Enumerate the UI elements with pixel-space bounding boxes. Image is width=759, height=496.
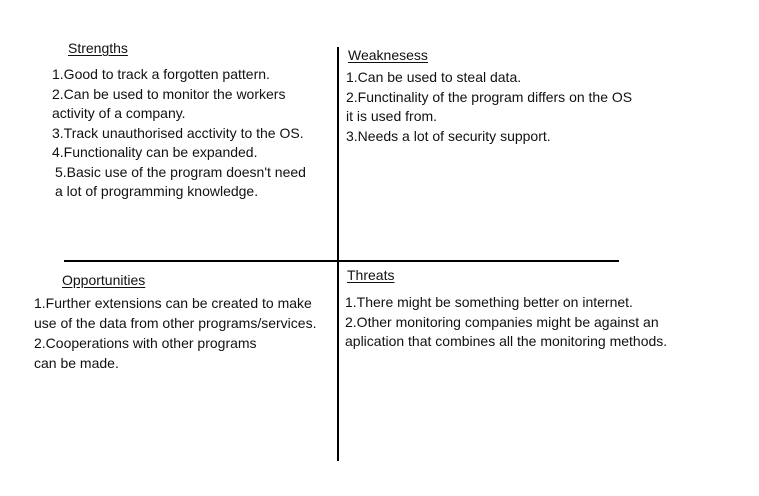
strengths-line-7: a lot of programming knowledge. <box>55 183 259 199</box>
strengths-line-2: 2.Can be used to monitor the workers <box>52 86 286 102</box>
strengths-line-4: 3.Track unauthorised acctivity to the OS… <box>52 125 304 141</box>
weaknesses-heading: Weaknesess <box>348 47 428 63</box>
weaknesses-line-3: it is used from. <box>346 108 438 124</box>
strengths-line-3: activity of a company. <box>52 105 186 121</box>
threats-line-3: aplication that combines all the monitor… <box>345 333 668 349</box>
strengths-line-5: 4.Functionality can be expanded. <box>52 144 258 160</box>
opportunities-line-1: 1.Further extensions can be created to m… <box>34 295 312 311</box>
opportunities-line-4: can be made. <box>34 355 119 371</box>
vertical-divider <box>337 47 339 461</box>
threats-heading: Threats <box>347 267 395 283</box>
strengths-heading: Strengths <box>68 40 128 56</box>
opportunities-line-3: 2.Cooperations with other programs <box>34 335 257 351</box>
horizontal-divider <box>64 260 619 262</box>
opportunities-line-2: use of the data from other programs/serv… <box>34 315 317 331</box>
opportunities-heading: Opportunities <box>62 272 146 288</box>
weaknesses-line-4: 3.Needs a lot of security support. <box>346 128 551 144</box>
threats-line-2: 2.Other monitoring companies might be ag… <box>345 314 659 330</box>
weaknesses-line-2: 2.Functinality of the program differs on… <box>346 89 633 105</box>
threats-line-1: 1.There might be something better on int… <box>345 294 633 310</box>
weaknesses-line-1: 1.Can be used to steal data. <box>346 69 522 85</box>
strengths-line-1: 1.Good to track a forgotten pattern. <box>52 66 270 82</box>
strengths-line-6: 5.Basic use of the program doesn't need <box>55 164 306 180</box>
